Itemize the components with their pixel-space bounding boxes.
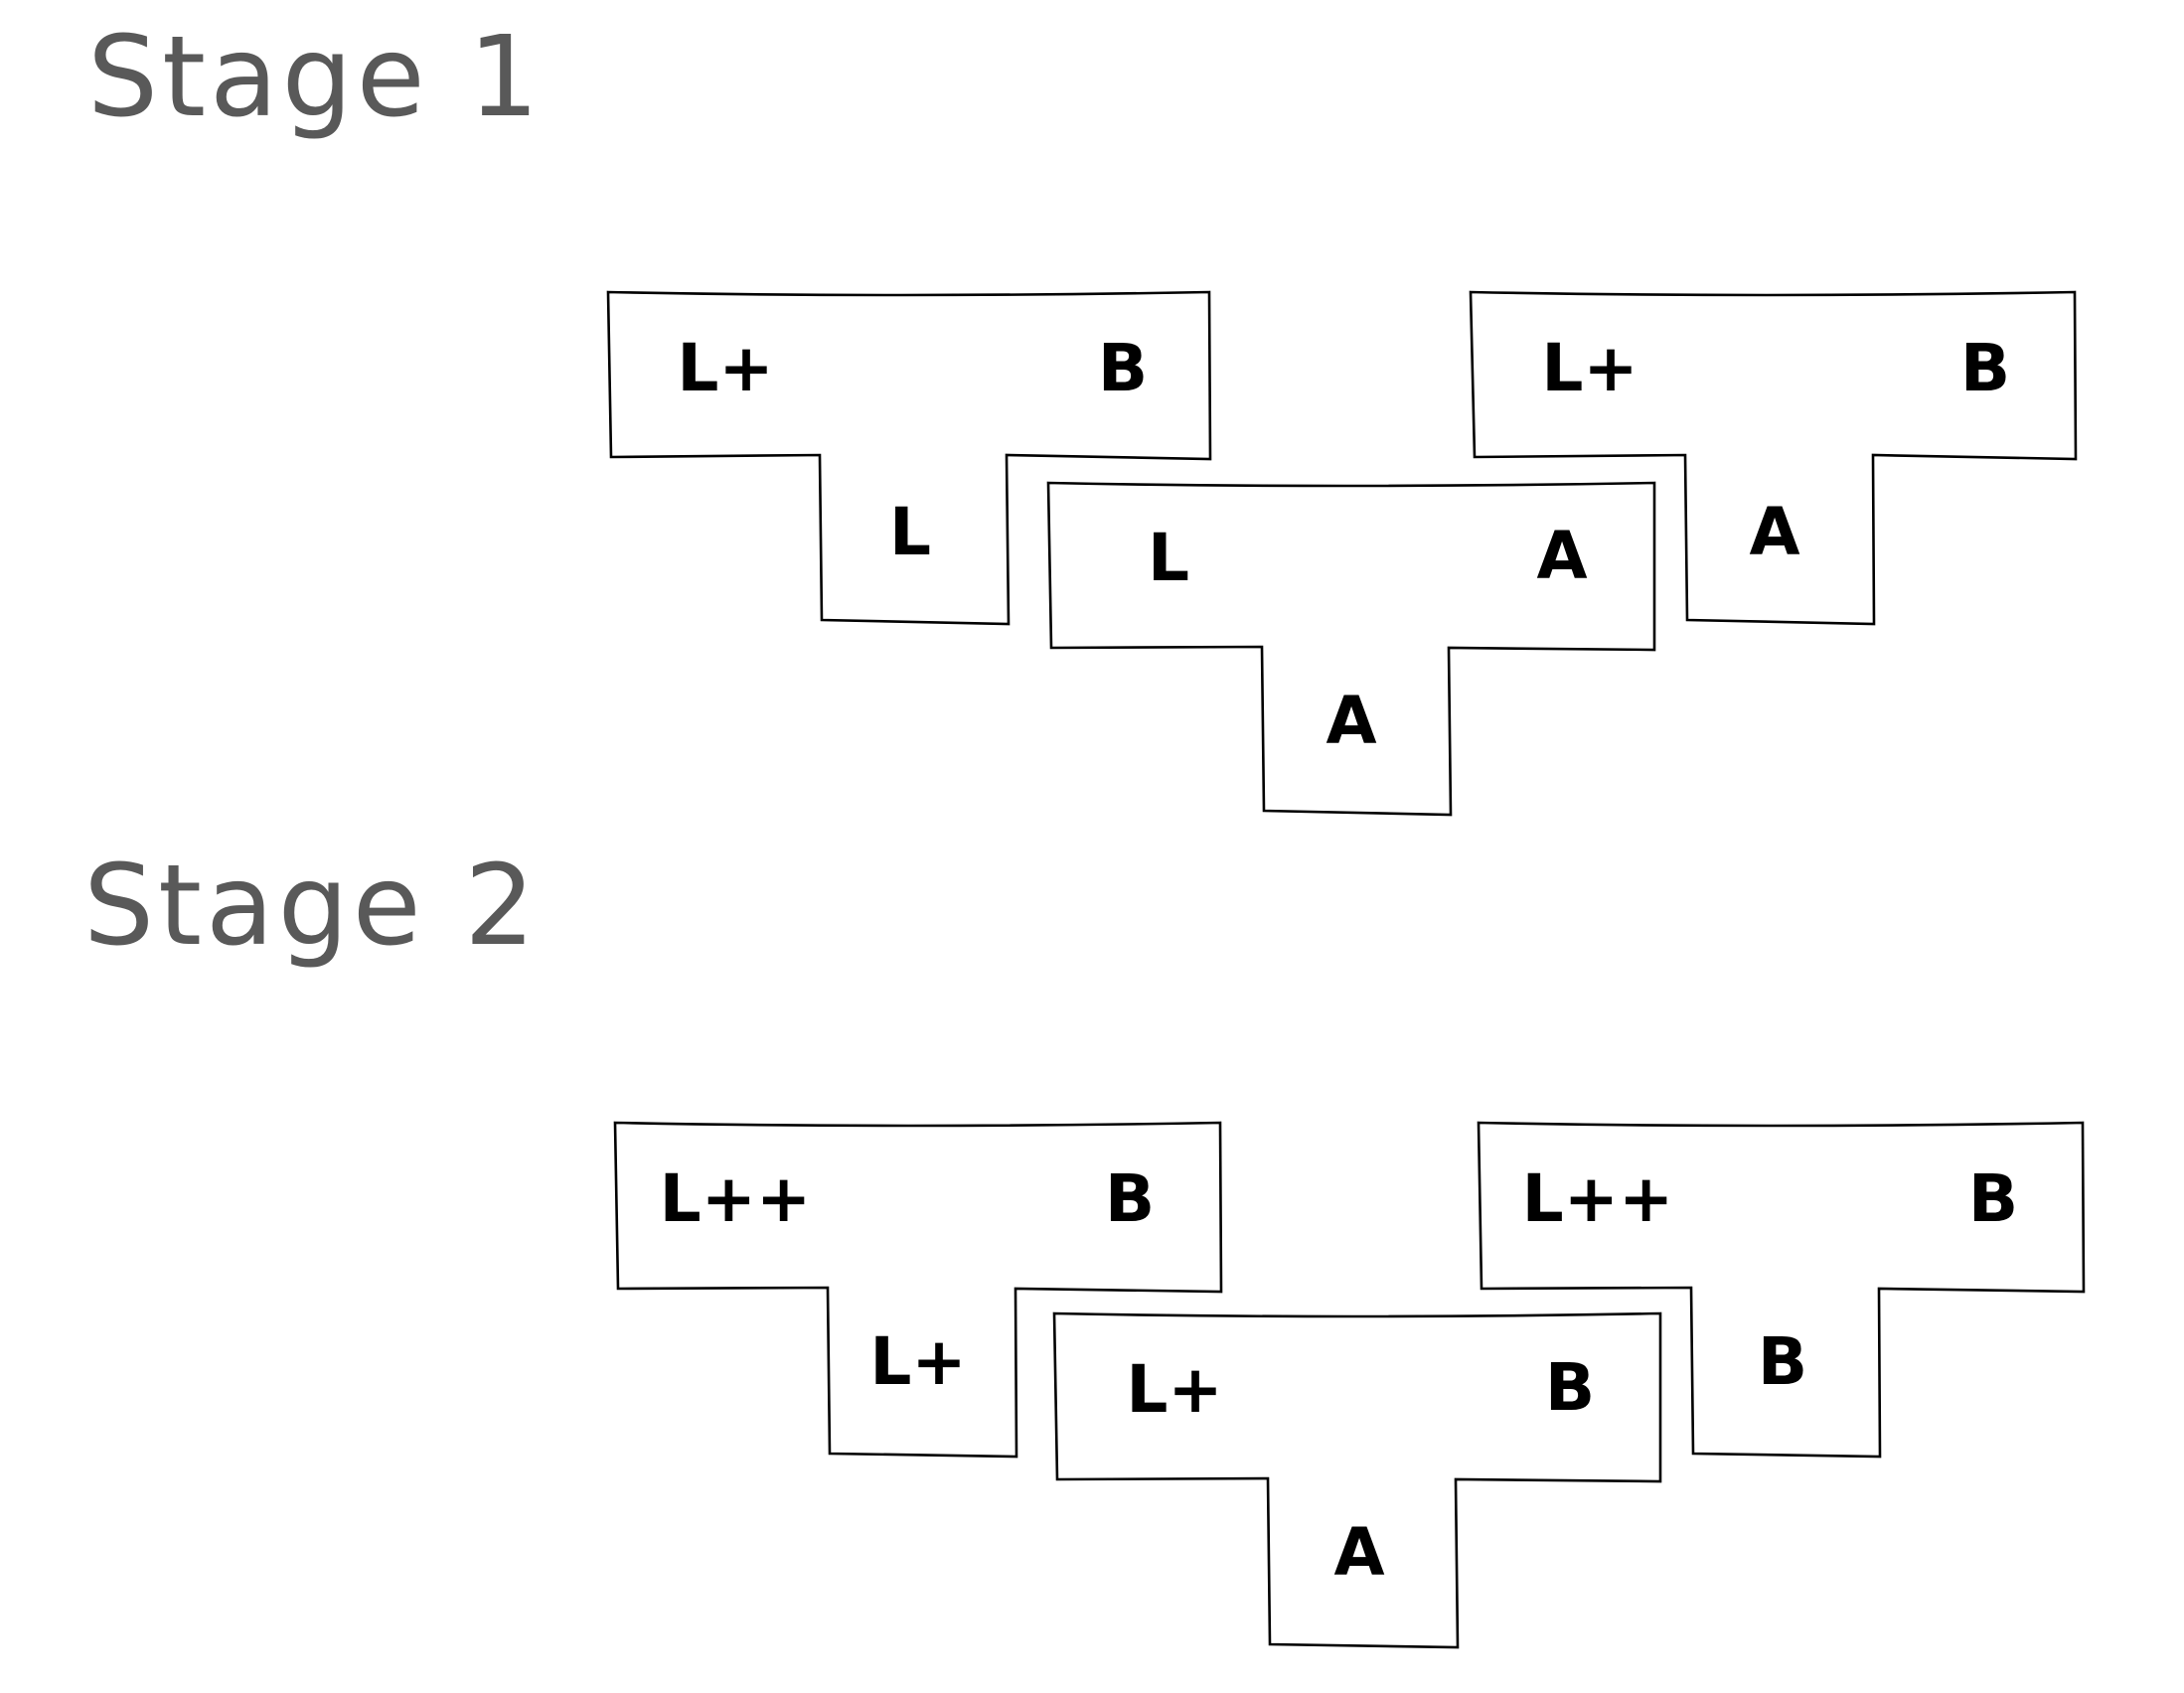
stage-2-left-piece-outline: [613, 1121, 1223, 1459]
stage-1-pieces: L+ B L L A A L+ B A: [606, 290, 2078, 817]
stage-2-middle-piece: L+ B A: [1052, 1311, 1662, 1649]
stage-1-title: Stage 1: [87, 13, 544, 142]
stage-1-left-piece: L+ B L: [606, 290, 1212, 626]
stage-2-left-piece-label-bottom: L+: [869, 1323, 966, 1400]
stage-1-left-piece-label-top-left: L+: [677, 330, 773, 406]
stage-2-middle-piece-label-bottom: A: [1333, 1514, 1384, 1591]
stage-1-right-piece-label-bottom: A: [1749, 494, 1799, 570]
stage-2-title: Stage 2: [83, 842, 540, 971]
stage-2-right-piece-label-bottom: B: [1758, 1323, 1807, 1400]
stage-1-middle-piece: L A A: [1046, 481, 1656, 817]
stage-1-left-piece-label-top-right: B: [1098, 330, 1148, 406]
stage-1-right-piece-label-top-left: L+: [1541, 330, 1638, 406]
stage-2-right-piece-label-top-right: B: [1968, 1160, 2018, 1237]
stage-2-middle-piece-outline: [1052, 1311, 1662, 1649]
stage-2-right-piece-outline: [1477, 1121, 2086, 1459]
stage-1-middle-piece-outline: [1046, 481, 1656, 817]
stage-1-right-piece-label-top-right: B: [1960, 330, 2010, 406]
stage-1-middle-piece-label-bottom: A: [1326, 683, 1376, 759]
stage-1-right-piece-outline: [1469, 290, 2078, 626]
stage-1-left-piece-outline: [606, 290, 1212, 626]
stage-1-middle-piece-label-top-right: A: [1536, 518, 1587, 594]
stage-2-right-piece-label-top-left: L++: [1522, 1160, 1674, 1237]
stage-2-right-piece: L++ B B: [1477, 1121, 2086, 1459]
stage-2-pieces: L++ B L+ L+ B A L++ B B: [613, 1121, 2086, 1649]
stage-2-middle-piece-label-top-left: L+: [1126, 1351, 1222, 1428]
stage-2-left-piece-label-top-right: B: [1105, 1160, 1155, 1237]
stage-1-middle-piece-label-top-left: L: [1148, 520, 1189, 596]
stage-2-left-piece: L++ B L+: [613, 1121, 1223, 1459]
stage-2-left-piece-label-top-left: L++: [660, 1160, 812, 1237]
stage-1-left-piece-label-bottom: L: [889, 494, 931, 570]
stage-1-right-piece: L+ B A: [1469, 290, 2078, 626]
stage-2-middle-piece-label-top-right: B: [1545, 1349, 1595, 1426]
